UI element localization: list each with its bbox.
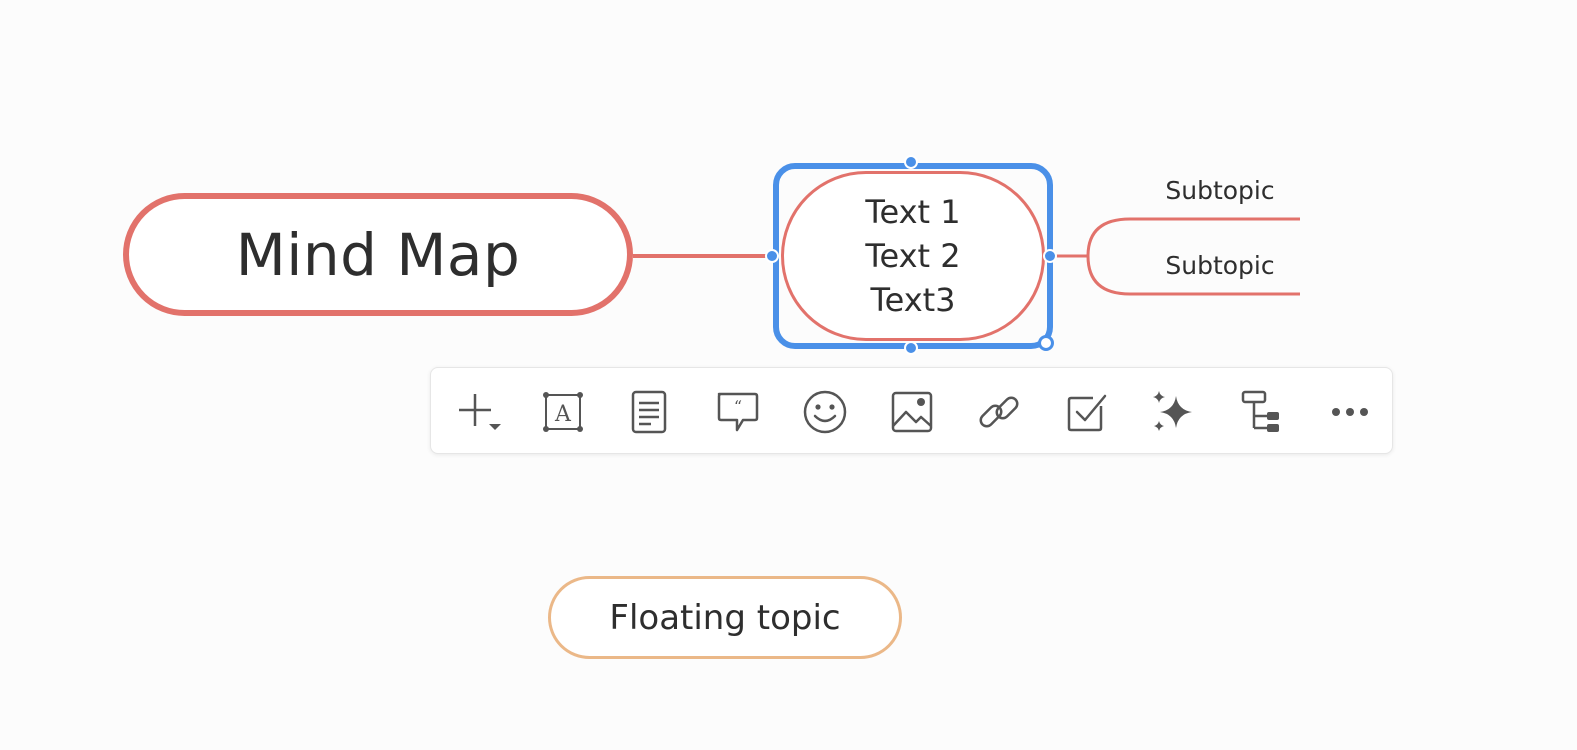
image-icon <box>891 391 933 433</box>
task-checkbox-icon <box>1067 394 1107 432</box>
link-button[interactable] <box>973 386 1025 438</box>
main-topic-line-1: Text 1 <box>865 193 961 231</box>
structure-icon <box>1241 390 1279 432</box>
floating-topic[interactable]: Floating topic <box>548 576 902 659</box>
selection-handle-bottom[interactable] <box>904 341 918 355</box>
structure-button[interactable] <box>1235 386 1287 438</box>
link-icon <box>979 396 1019 428</box>
more-icon <box>1332 408 1368 416</box>
selection-handle-left[interactable] <box>765 249 779 263</box>
selection-handle-top[interactable] <box>904 155 918 169</box>
emoji-icon <box>803 390 847 434</box>
image-button[interactable] <box>886 386 938 438</box>
svg-text:A: A <box>554 402 572 427</box>
note-button[interactable] <box>623 386 675 438</box>
topic-toolbar: A “ <box>430 367 1393 454</box>
main-topic-line-2: Text 2 <box>865 237 961 275</box>
selection-handle-right[interactable] <box>1043 249 1057 263</box>
resize-handle[interactable] <box>1038 335 1054 351</box>
add-topic-button[interactable] <box>453 386 505 438</box>
text-box-icon: A <box>543 392 583 432</box>
text-box-button[interactable]: A <box>537 386 589 438</box>
main-topic-line-3: Text3 <box>870 281 956 319</box>
main-topic-selected[interactable]: Text 1 Text 2 Text3 <box>781 171 1045 341</box>
subtopic-2[interactable]: Subtopic <box>1165 250 1275 280</box>
svg-text:“: “ <box>734 397 742 416</box>
add-topic-icon <box>459 394 501 430</box>
subtopic-1[interactable]: Subtopic <box>1165 175 1275 205</box>
central-topic[interactable]: Mind Map <box>123 193 633 316</box>
more-button[interactable] <box>1324 386 1376 438</box>
ai-button[interactable] <box>1148 386 1200 438</box>
task-button[interactable] <box>1061 386 1113 438</box>
comment-icon: “ <box>717 392 759 432</box>
comment-button[interactable]: “ <box>711 386 763 438</box>
note-icon <box>631 390 667 434</box>
ai-sparkle-icon <box>1153 391 1192 431</box>
emoji-button[interactable] <box>799 386 851 438</box>
